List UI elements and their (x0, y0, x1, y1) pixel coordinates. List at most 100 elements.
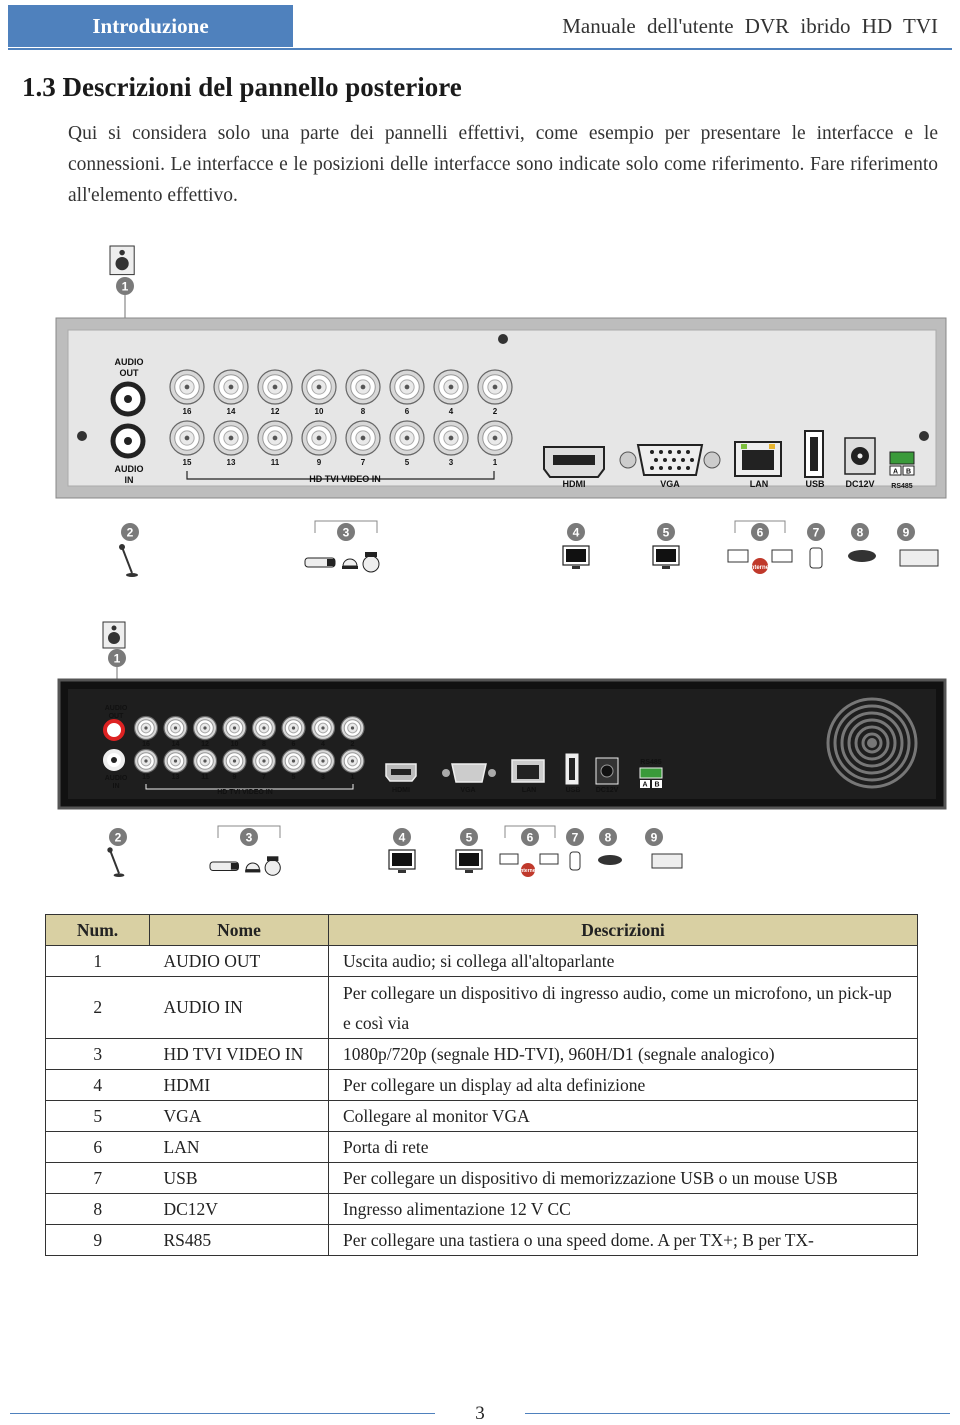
vga-pin (686, 466, 690, 470)
video-input-connector-pin (448, 435, 454, 441)
screw-icon (919, 431, 929, 441)
video-input-connector-pin (321, 726, 325, 730)
fan-grille-ring (833, 704, 911, 782)
video-input-connector-pin (316, 435, 322, 441)
vga-pin (686, 450, 690, 454)
speaker-tweeter (111, 625, 117, 631)
microphone-head (119, 544, 125, 550)
cell-desc: Per collegare una tastiera o una speed d… (328, 1224, 918, 1256)
channel-number: 14 (172, 741, 180, 748)
dome-camera-icon (342, 558, 358, 567)
callout-number: 2 (127, 525, 134, 539)
vga-pin (663, 458, 667, 462)
callout-badge (566, 828, 584, 846)
audio-in-pin (111, 757, 117, 763)
video-input-connector-pin (492, 435, 498, 441)
usb-stick-icon (809, 547, 823, 569)
rs485-terminal (639, 767, 663, 779)
cell-desc: Per collegare un dispositivo di memorizz… (328, 1162, 918, 1194)
usb-label: USB (566, 787, 581, 794)
callout-number: 8 (857, 525, 864, 539)
video-in-label: HD TVI VIDEO IN (309, 474, 381, 484)
video-input-connector-pin (360, 384, 366, 390)
channel-number: 2 (493, 407, 498, 416)
video-input-connector-pin (262, 759, 266, 763)
callout-leader (734, 520, 786, 533)
video-input-connector-pin (321, 759, 325, 763)
cell-desc: Per collegare un dispositivo di ingresso… (328, 976, 918, 1039)
video-in-label: HD TVI VIDEO IN (217, 789, 273, 796)
cell-desc: Porta di rete (328, 1131, 918, 1163)
channel-number: 1 (493, 458, 498, 467)
callout-number: 7 (813, 525, 820, 539)
video-input-connector-pin (232, 726, 237, 730)
lan-socket (517, 765, 539, 779)
lan-label: LAN (522, 787, 536, 794)
channel-number: 9 (233, 774, 237, 781)
ptz-camera-icon (362, 555, 380, 573)
channel-number: 1 (351, 774, 355, 781)
video-input-connector-pin (173, 726, 178, 730)
cell-name: VGA (149, 1100, 329, 1132)
dome-camera-icon (245, 862, 260, 871)
dc12v-socket (600, 764, 614, 778)
callout-number: 4 (573, 525, 580, 539)
vga-port (451, 763, 487, 783)
router-icon (499, 853, 519, 865)
audio-out-jack (103, 719, 125, 741)
video-input-connector-pin (350, 759, 355, 763)
vga-pin (677, 466, 681, 470)
microphone-base (113, 873, 125, 877)
internet-label: Internet (519, 868, 538, 874)
cell-name: AUDIO IN (149, 976, 329, 1039)
video-input-connector-pin (228, 435, 234, 441)
monitor-icon-screen (656, 549, 676, 562)
cell-desc: Collegare al monitor VGA (328, 1100, 918, 1132)
microphone-icon (121, 546, 133, 574)
footer-rule-left (10, 1413, 435, 1414)
rs485-b-letter: B (906, 469, 911, 476)
callout-badge (645, 828, 663, 846)
rs485-a-letter: A (642, 782, 647, 789)
microphone-icon (109, 849, 120, 874)
rs485-label: RS485 (640, 759, 662, 766)
col-header-name: Nome (149, 914, 329, 946)
audio-out-label: AUDIO (105, 705, 128, 712)
monitor-icon-stand (572, 566, 580, 569)
audio-out-label: OUT (109, 713, 125, 720)
chassis-face (67, 329, 937, 487)
video-input-connector-pin (404, 384, 410, 390)
monitor-icon-stand (398, 870, 406, 873)
screw-icon (498, 334, 508, 344)
channel-number: 10 (315, 407, 324, 416)
header-section-tab: Introduzione (8, 5, 293, 47)
header-manual-title: Manuale dell'utente DVR ibrido HD TVI (562, 14, 938, 38)
callout-badge (751, 523, 769, 541)
video-input-connector-pin (291, 759, 296, 763)
bullet-camera-lens (230, 863, 239, 870)
dome-camera-base (342, 566, 358, 569)
power-adapter-icon (848, 550, 876, 562)
channel-number: 12 (271, 407, 280, 416)
monitor-icon-stand (465, 870, 473, 873)
vga-pin (650, 450, 654, 454)
keyboard-icon (899, 549, 939, 567)
callout-number: 5 (466, 830, 473, 844)
col-header-desc: Descrizioni (328, 914, 918, 946)
lan-label: LAN (750, 479, 769, 489)
callout-badge (121, 523, 139, 541)
rs485-a-box (640, 780, 650, 788)
lan-socket (742, 450, 774, 470)
vga-port (636, 444, 704, 476)
video-input-connector-pin (228, 384, 234, 390)
vga-pin (659, 466, 663, 470)
col-header-num: Num. (45, 914, 150, 946)
callout-number: 8 (605, 830, 612, 844)
cell-num: 9 (45, 1224, 150, 1256)
